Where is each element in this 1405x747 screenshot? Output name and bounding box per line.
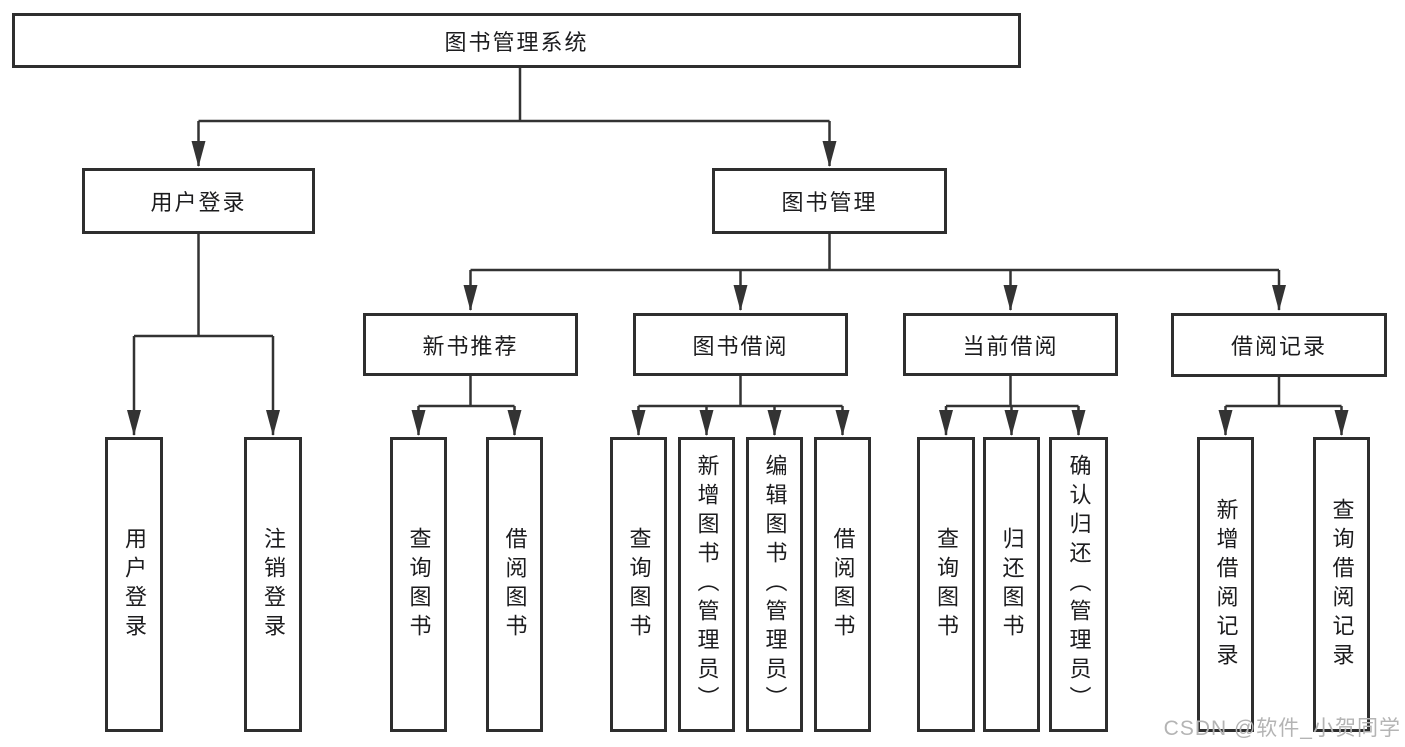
node-book-borrowing: 图书借阅 bbox=[633, 313, 848, 376]
node-label: 查询图书 bbox=[934, 526, 959, 643]
node-label: 借阅图书 bbox=[502, 526, 528, 643]
node-new-book-recommend: 新书推荐 bbox=[363, 313, 578, 376]
node-label: 图书借阅 bbox=[692, 333, 789, 359]
connector-line bbox=[198, 68, 830, 123]
leaf-logout: 注销登录 bbox=[244, 437, 302, 732]
leaf-bb-add-books-admin: 新增图书（管理员） bbox=[678, 437, 735, 732]
node-system-root: 图书管理系统 bbox=[12, 13, 1021, 68]
connector-line bbox=[134, 234, 273, 338]
leaf-bb-query-books: 查询图书 bbox=[610, 437, 667, 732]
leaf-cb-return-books: 归还图书 bbox=[983, 437, 1040, 732]
node-label: 借阅记录 bbox=[1230, 334, 1327, 359]
node-label: 用户登录 bbox=[150, 190, 247, 215]
node-label: 借阅图书 bbox=[830, 526, 856, 643]
leaf-br-add-record: 新增借阅记录 bbox=[1197, 437, 1254, 732]
connector-user-login-children bbox=[127, 234, 280, 436]
connector-line bbox=[1225, 377, 1342, 408]
connector-line bbox=[946, 376, 1079, 408]
node-book-management: 图书管理 bbox=[712, 168, 947, 234]
node-label: 新增借阅记录 bbox=[1213, 497, 1239, 672]
connector-line bbox=[638, 376, 843, 408]
node-label: 当前借阅 bbox=[962, 333, 1059, 359]
leaf-cb-query-books: 查询图书 bbox=[917, 437, 975, 732]
node-label: 查询图书 bbox=[406, 526, 432, 643]
node-label: 查询借阅记录 bbox=[1329, 497, 1355, 672]
connector-line bbox=[470, 234, 1279, 272]
leaf-cb-confirm-return-admin: 确认归还（管理员） bbox=[1049, 437, 1108, 732]
leaf-user-login: 用户登录 bbox=[105, 437, 163, 732]
node-label: 确认归还（管理员） bbox=[1066, 454, 1092, 715]
node-label: 注销登录 bbox=[261, 526, 286, 643]
node-user-login: 用户登录 bbox=[82, 168, 315, 234]
connector-root-to-level2 bbox=[191, 68, 837, 167]
node-label: 归还图书 bbox=[999, 526, 1025, 643]
connector-borrow-records-children bbox=[1218, 377, 1349, 436]
node-label: 新增图书（管理员） bbox=[694, 454, 720, 715]
leaf-nbr-borrow-books: 借阅图书 bbox=[486, 437, 543, 732]
watermark: CSDN @软件_小贺同学 bbox=[1163, 717, 1401, 740]
node-current-borrowing: 当前借阅 bbox=[903, 313, 1118, 376]
node-label: 编辑图书（管理员） bbox=[762, 454, 788, 715]
node-borrow-records: 借阅记录 bbox=[1171, 313, 1387, 377]
connector-line bbox=[418, 376, 515, 408]
leaf-bb-borrow-books: 借阅图书 bbox=[814, 437, 871, 732]
leaf-br-query-record: 查询借阅记录 bbox=[1313, 437, 1370, 732]
connector-book-management-children bbox=[463, 234, 1286, 311]
node-label: 用户登录 bbox=[122, 526, 147, 643]
connector-book-borrowing-children bbox=[631, 376, 850, 436]
node-label: 新书推荐 bbox=[422, 333, 519, 359]
node-label: 图书管理 bbox=[781, 190, 878, 215]
connector-new-book-recommend-children bbox=[411, 376, 522, 436]
connector-current-borrowing-children bbox=[939, 376, 1086, 436]
leaf-nbr-query-books: 查询图书 bbox=[390, 437, 447, 732]
node-label: 图书管理系统 bbox=[444, 29, 589, 55]
leaf-bb-edit-books-admin: 编辑图书（管理员） bbox=[746, 437, 803, 732]
node-label: 查询图书 bbox=[626, 526, 652, 643]
